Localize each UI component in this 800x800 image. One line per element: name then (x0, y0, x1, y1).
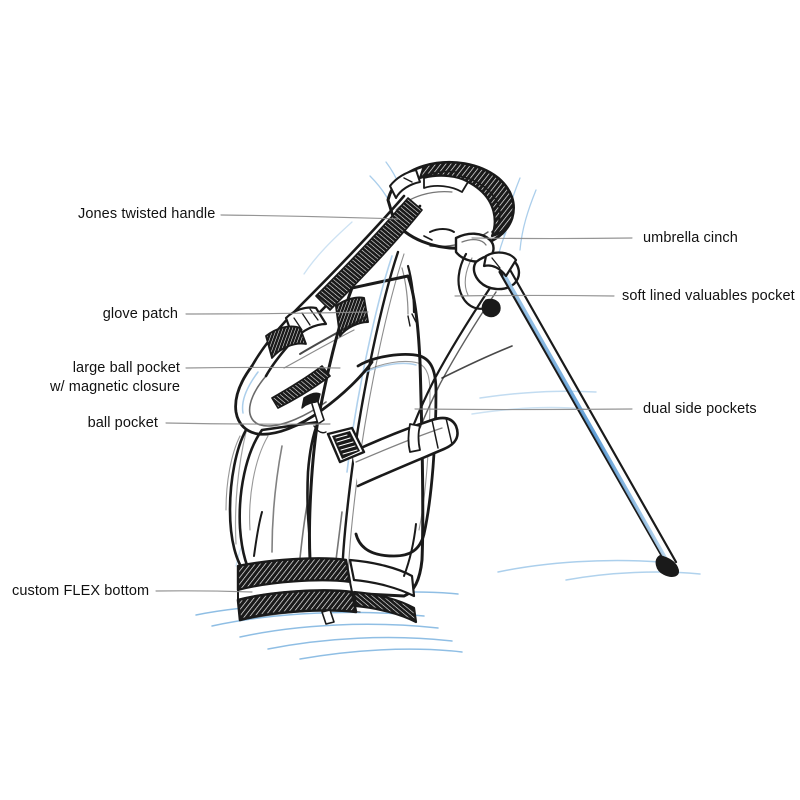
cinch-strap-end (429, 228, 455, 233)
callout-label-umbrella-cinch: umbrella cinch (643, 229, 746, 248)
stand-leg-main (498, 270, 670, 568)
callout-text-custom-flex-bottom: custom FLEX bottom (12, 583, 150, 599)
rear-leg-foot (407, 423, 421, 453)
leader-line-jones-twisted-handle (220, 214, 399, 220)
leader-line-glove-patch (185, 311, 369, 315)
ball-pocket-outline (234, 360, 374, 436)
callout-text-jones-twisted-handle: Jones twisted handle (78, 206, 216, 222)
leader-line-soft-lined-valuables-pocket (454, 294, 615, 297)
valuables-pocket-zipper (406, 264, 416, 314)
callout-text-glove-patch: glove patch (102, 306, 178, 322)
shoulder-strap-outer (250, 194, 406, 368)
callout-label-glove-patch: glove patch (96, 305, 178, 324)
side-pocket-outline (354, 353, 438, 558)
strap-webbing (315, 197, 423, 311)
leader-line-dual-side-pockets (414, 408, 633, 411)
logo-patch (326, 426, 366, 464)
callout-text-ball-pocket: ball pocket (87, 415, 158, 431)
leader-line-large-ball-pocket (185, 366, 341, 369)
stand-leg-rear (412, 286, 492, 426)
leader-line-ball-pocket (165, 422, 331, 425)
glove-patch (335, 296, 369, 337)
callout-text-large-ball-pocket-line2: w/ magnetic closure (49, 379, 180, 395)
cord-toggle (481, 298, 501, 318)
leg-cross-brace (441, 345, 513, 379)
callout-label-soft-lined-valuables-pocket: soft lined valuables pocket (622, 287, 800, 306)
callout-text-large-ball-pocket: large ball pocket (72, 360, 180, 376)
callout-label-dual-side-pockets: dual side pockets (643, 400, 762, 419)
callout-label-large-ball-pocket: large ball pocket w/ magnetic closure (41, 359, 180, 397)
ball-pocket-zipper (271, 365, 331, 409)
callout-text-umbrella-cinch: umbrella cinch (643, 230, 738, 246)
leader-line-custom-flex-bottom (155, 590, 253, 593)
stand-leg-highlight (503, 274, 672, 568)
carry-handle-strap (350, 416, 459, 488)
callout-label-jones-twisted-handle: Jones twisted handle (78, 205, 216, 224)
flex-bottom (236, 557, 418, 625)
callout-text-dual-side-pockets: dual side pockets (643, 401, 757, 417)
callout-label-custom-flex-bottom: custom FLEX bottom (12, 582, 149, 601)
callout-text-soft-lined-valuables-pocket: soft lined valuables pocket (622, 288, 795, 304)
callout-label-ball-pocket: ball pocket (82, 414, 158, 433)
stand-leg-foot (655, 555, 679, 577)
leader-line-umbrella-cinch (471, 237, 633, 240)
